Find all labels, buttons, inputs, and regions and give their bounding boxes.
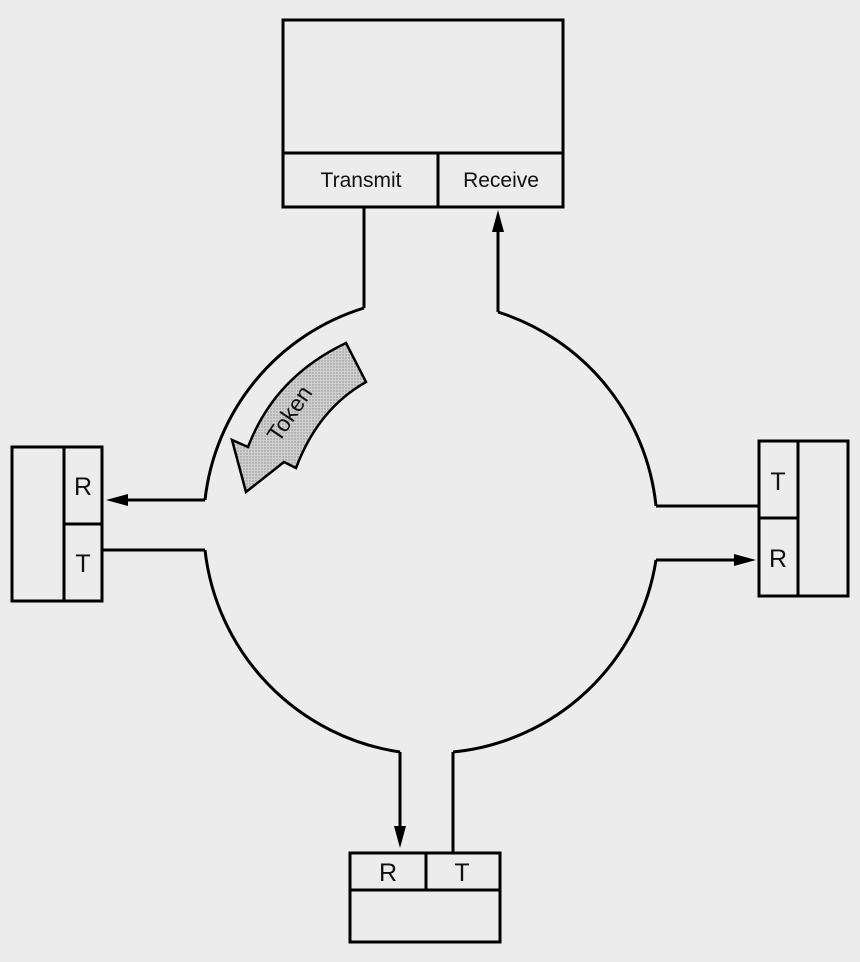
right-transmit-label: T xyxy=(770,468,785,496)
receive-label: Receive xyxy=(463,169,539,192)
station-bottom: R T xyxy=(348,851,502,944)
transmit-label: Transmit xyxy=(321,169,402,192)
station-left: R T xyxy=(10,445,104,603)
right-receive-label: R xyxy=(769,545,787,573)
left-transmit-label: T xyxy=(75,550,90,578)
station-top: Transmit Receive xyxy=(281,18,565,209)
left-receive-label: R xyxy=(74,473,92,501)
bottom-receive-label: R xyxy=(379,859,397,887)
bottom-receive-arrowhead xyxy=(394,826,406,848)
token-arrow: Token xyxy=(230,341,368,495)
left-receive-arrowhead xyxy=(106,494,128,506)
token-arrow-shape xyxy=(230,341,368,495)
bottom-transmit-label: T xyxy=(454,859,469,887)
station-top-box xyxy=(281,18,565,209)
ring xyxy=(203,306,658,754)
right-receive-arrowhead xyxy=(734,554,756,566)
ring-arc-top-right xyxy=(497,310,658,507)
station-right: T R xyxy=(757,439,850,598)
ring-arc-bottom-left xyxy=(203,549,401,754)
top-receive-arrowhead xyxy=(492,210,504,232)
ring-arc-top-left xyxy=(203,306,365,501)
ring-arc-bottom-right xyxy=(452,559,658,754)
